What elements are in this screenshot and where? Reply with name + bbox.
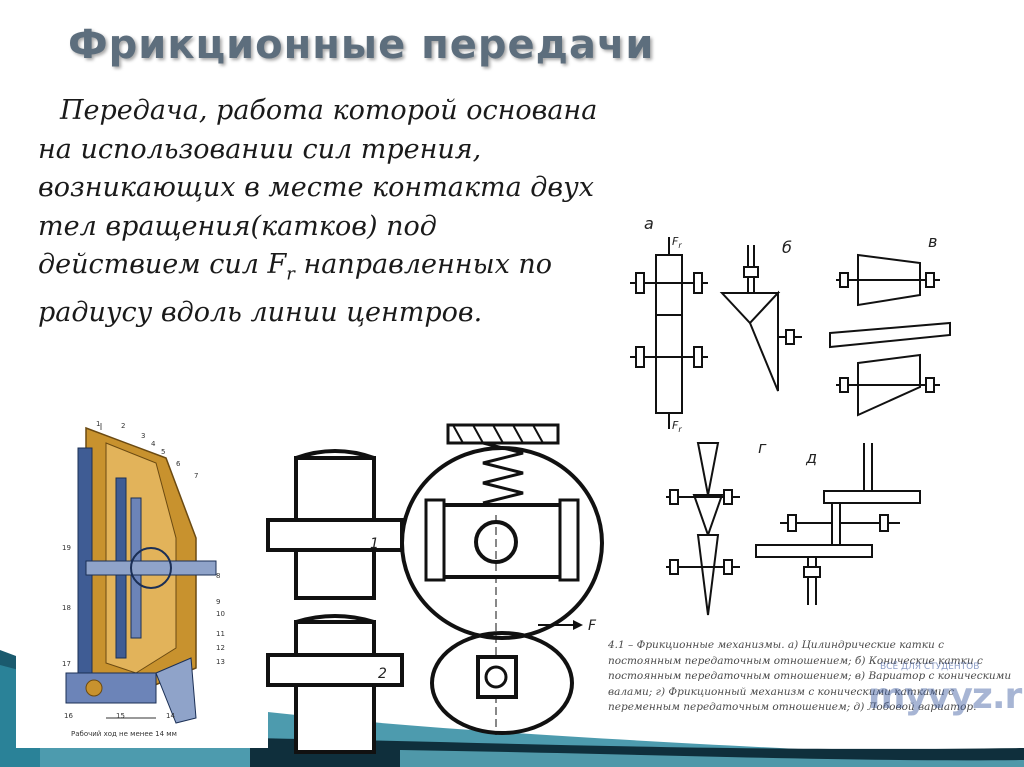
label-a: а — [644, 214, 654, 233]
clutch-number: 6 — [176, 460, 181, 468]
spring-disc-illustration: F — [400, 423, 604, 735]
clutch-number: 5 — [161, 448, 165, 456]
label-d: д — [805, 448, 817, 467]
fr-bottom-main: F — [672, 419, 679, 432]
clutch-number: 7 — [194, 472, 198, 480]
clutch-number: 12 — [216, 644, 225, 652]
clutch-number: 17 — [62, 660, 71, 668]
roller-label-2: 2 — [378, 666, 387, 682]
fr-top-main: F — [672, 235, 679, 248]
figure-caption: 4.1 – Фрикционные механизмы. а) Цилиндри… — [608, 639, 1012, 713]
label-fr-top: Fr — [672, 235, 682, 250]
clutch-number: 3 — [141, 432, 145, 440]
fr-bottom-sub: r — [678, 425, 682, 434]
label-g: г — [758, 438, 767, 457]
clutch-number: 4 — [151, 440, 156, 448]
clutch-number: 11 — [216, 630, 225, 638]
label-b: б — [782, 238, 792, 257]
clutch-number: 9 — [216, 598, 220, 606]
label-fr-bottom: Fr — [672, 419, 682, 434]
clutch-illustration: 1 2 3 4 5 6 7 8 9 10 11 12 13 14 15 16 1… — [16, 418, 268, 748]
roller-illustration: 1 2 — [266, 449, 404, 754]
paragraph-text: Передача, работа которой основана на исп… — [38, 95, 598, 280]
clutch-number: 18 — [62, 604, 71, 612]
force-label-f: F — [588, 618, 597, 634]
clutch-number: 14 — [166, 712, 175, 720]
roller-label-1: 1 — [370, 536, 379, 552]
clutch-number: 19 — [62, 544, 71, 552]
clutch-number: 1 — [96, 420, 100, 428]
clutch-number: 13 — [216, 658, 225, 666]
label-v: в — [928, 232, 937, 251]
watermark-logo: myvyz.ru — [868, 676, 1024, 717]
definition-paragraph: Передача, работа которой основана на исп… — [38, 92, 608, 332]
fr-top-sub: r — [678, 241, 682, 250]
paragraph-end: направленных по радиусу вдоль линии цент… — [38, 249, 553, 328]
clutch-number: 15 — [116, 712, 125, 720]
clutch-number: 8 — [216, 572, 220, 580]
clutch-number: 2 — [121, 422, 125, 430]
clutch-footer: Рабочий ход не менее 14 мм — [71, 730, 177, 738]
paragraph-subscript: r — [286, 263, 295, 285]
watermark-tagline: ВСЁ ДЛЯ СТУДЕНТОВ — [880, 662, 980, 672]
friction-schematics: а б в г д Fr Fr — [630, 214, 951, 616]
clutch-number: 16 — [64, 712, 73, 720]
clutch-number: 10 — [216, 610, 225, 618]
slide-title: Фрикционные передачи — [68, 22, 655, 68]
